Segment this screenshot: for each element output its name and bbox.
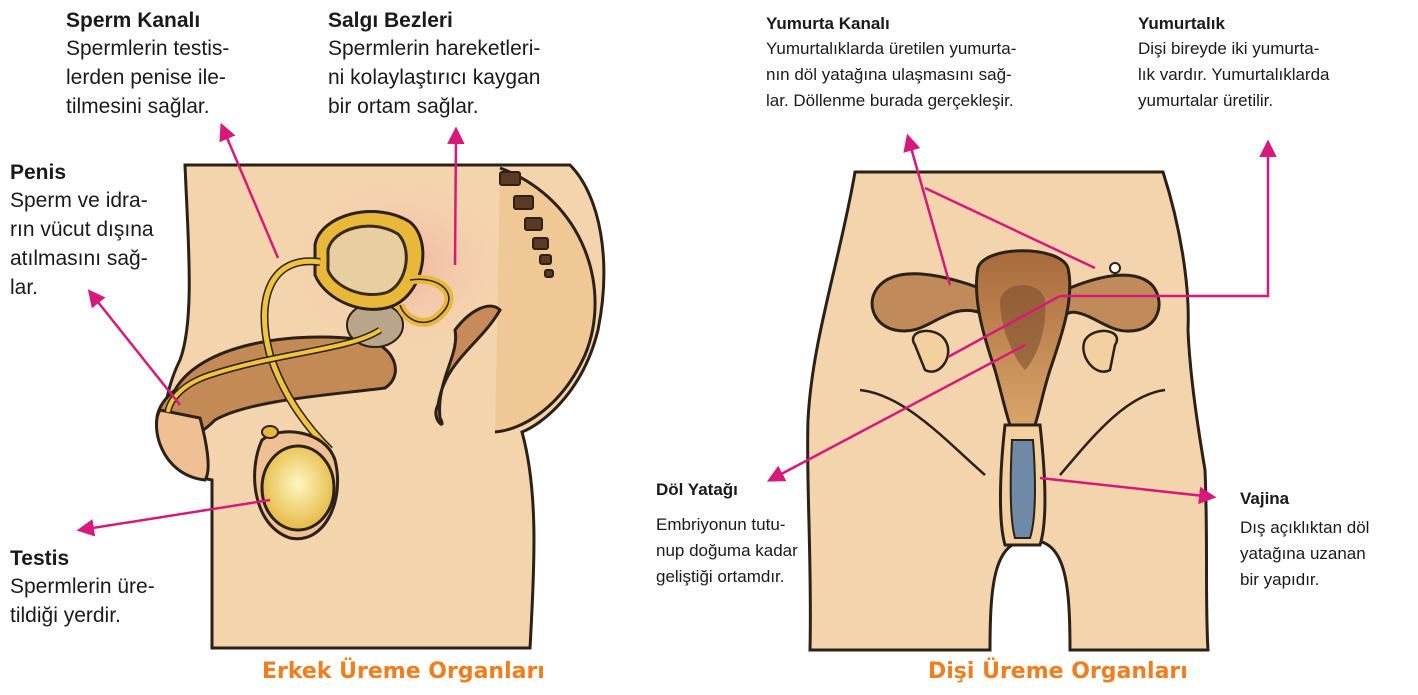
penis-line-3: atılmasını sağ-: [10, 244, 154, 273]
vajina-line-3: bir yapıdır.: [1240, 567, 1369, 593]
label-sperm-kanali: Sperm Kanalı Spermlerin testis- lerden p…: [66, 8, 229, 121]
dol-yatagi-line-1: Embriyonun tutu-: [656, 512, 798, 538]
female-caption: Dişi Üreme Organları: [928, 659, 1188, 684]
label-penis: Penis Sperm ve idra- rın vücut dışına at…: [10, 160, 154, 302]
sperm-kanali-line-3: tilmesini sağlar.: [66, 92, 229, 121]
vajina-title: Vajina: [1240, 487, 1369, 511]
testis-line-2: tildiği yerdir.: [10, 601, 155, 630]
sperm-kanali-line-2: lerden penise ile-: [66, 63, 229, 92]
sperm-kanali-title: Sperm Kanalı: [66, 8, 229, 34]
salgi-bezleri-line-2: ni kolaylaştırıcı kaygan: [328, 63, 540, 92]
sperm-kanali-line-1: Spermlerin testis-: [66, 34, 229, 63]
label-yumurtalik: Yumurtalık Dişi bireyde iki yumurta- lık…: [1138, 12, 1330, 114]
yumurtalik-title: Yumurtalık: [1138, 12, 1330, 36]
yumurta-kanali-line-2: nın döl yatağına ulaşmasını sağ-: [766, 62, 1016, 88]
label-dol-yatagi: Döl Yatağı Embriyonun tutu- nup doğuma k…: [656, 478, 798, 590]
yumurta-kanali-line-1: Yumurtalıklarda üretilen yumurta-: [766, 36, 1016, 62]
penis-title: Penis: [10, 160, 154, 186]
female-anatomy: [808, 172, 1208, 650]
yumurtalik-line-3: yumurtalar üretilir.: [1138, 88, 1330, 114]
salgi-bezleri-line-3: bir ortam sağlar.: [328, 92, 540, 121]
testis-line-1: Spermlerin üre-: [10, 572, 155, 601]
yumurta-kanali-title: Yumurta Kanalı: [766, 12, 1016, 36]
testis-title: Testis: [10, 546, 155, 572]
yumurtalik-line-1: Dişi bireyde iki yumurta-: [1138, 36, 1330, 62]
dol-yatagi-title: Döl Yatağı: [656, 478, 798, 502]
label-yumurta-kanali: Yumurta Kanalı Yumurtalıklarda üretilen …: [766, 12, 1016, 114]
male-anatomy: [156, 165, 603, 648]
penis-line-1: Sperm ve idra-: [10, 186, 154, 215]
label-vajina: Vajina Dış açıklıktan döl yatağına uzana…: [1240, 487, 1369, 593]
male-caption: Erkek Üreme Organları: [262, 659, 545, 684]
yumurta-kanali-line-3: lar. Döllenme burada gerçekleşir.: [766, 88, 1016, 114]
dol-yatagi-line-3: geliştiği ortamdır.: [656, 564, 798, 590]
vajina-line-1: Dış açıklıktan döl: [1240, 515, 1369, 541]
penis-line-4: lar.: [10, 273, 154, 302]
penis-line-2: rın vücut dışına: [10, 215, 154, 244]
label-testis: Testis Spermlerin üre- tildiği yerdir.: [10, 546, 155, 630]
salgi-bezleri-line-1: Spermlerin hareketleri-: [328, 34, 540, 63]
salgi-bezleri-title: Salgı Bezleri: [328, 8, 540, 34]
vajina-line-2: yatağına uzanan: [1240, 541, 1369, 567]
dol-yatagi-line-2: nup doğuma kadar: [656, 538, 798, 564]
yumurtalik-line-2: lık vardır. Yumurtalıklarda: [1138, 62, 1330, 88]
label-salgi-bezleri: Salgı Bezleri Spermlerin hareketleri- ni…: [328, 8, 540, 121]
